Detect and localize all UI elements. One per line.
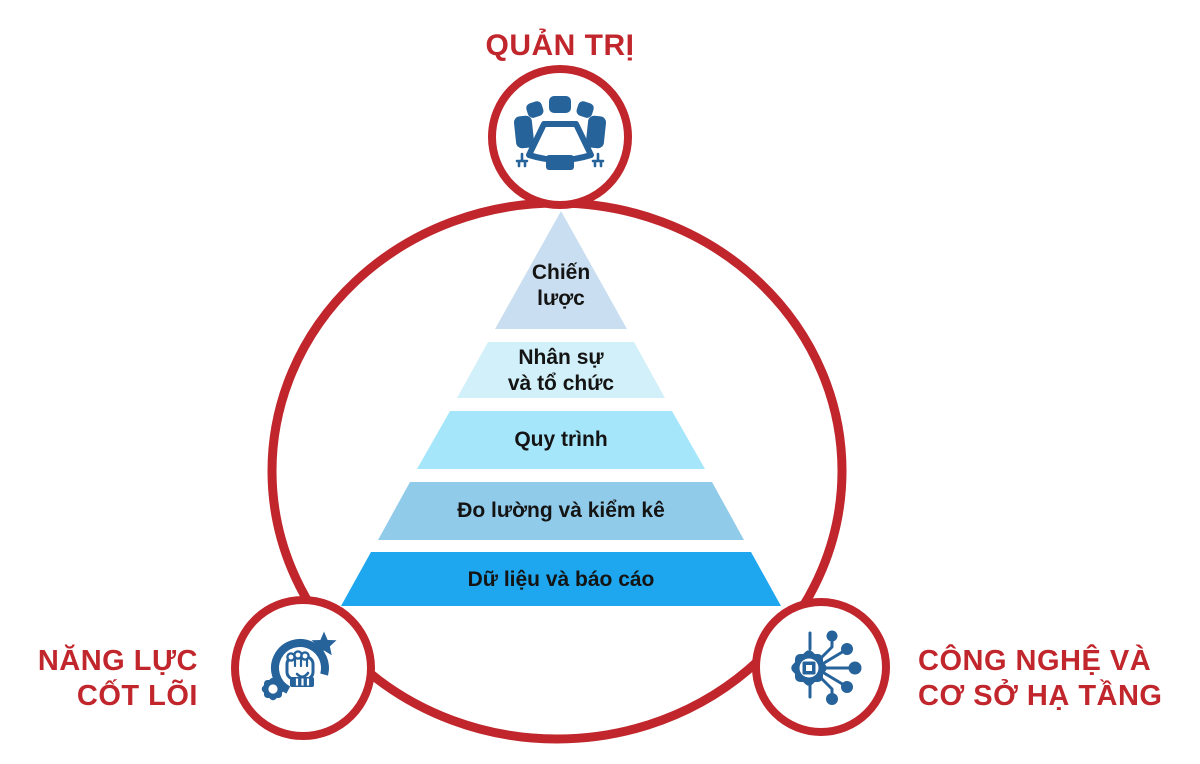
pyramid-layer-people (457, 342, 665, 398)
pyramid-layer-data (341, 552, 781, 606)
pyramid-label-people: Nhân sự và tổ chức (507, 345, 615, 395)
pyramid (341, 211, 781, 606)
title-core-competency: NĂNG LỰC CỐT LÕI (37, 645, 198, 713)
gear-chip-network-icon (791, 630, 862, 705)
pyramid-label-measurement: Đo lường và kiểm kê (457, 498, 665, 522)
pyramid-label-process: Quy trình (514, 427, 608, 451)
fist-star-gear-icon (261, 631, 337, 701)
traces (808, 631, 853, 699)
title-governance: QUẢN TRỊ (485, 29, 635, 62)
gear-chip (791, 650, 827, 686)
pyramid-layer-strategy (495, 211, 627, 329)
pyramid-layer-process (417, 411, 705, 469)
title-technology-infrastructure: CÔNG NGHỆ VÀ CƠ SỞ HẠ TẦNG (918, 645, 1163, 713)
pyramid-layer-measurement (378, 482, 744, 540)
pyramid-label-strategy: Chiến lược (531, 260, 591, 310)
pyramid-label-data: Dữ liệu và báo cáo (467, 567, 655, 591)
meeting-table-icon (513, 96, 607, 170)
